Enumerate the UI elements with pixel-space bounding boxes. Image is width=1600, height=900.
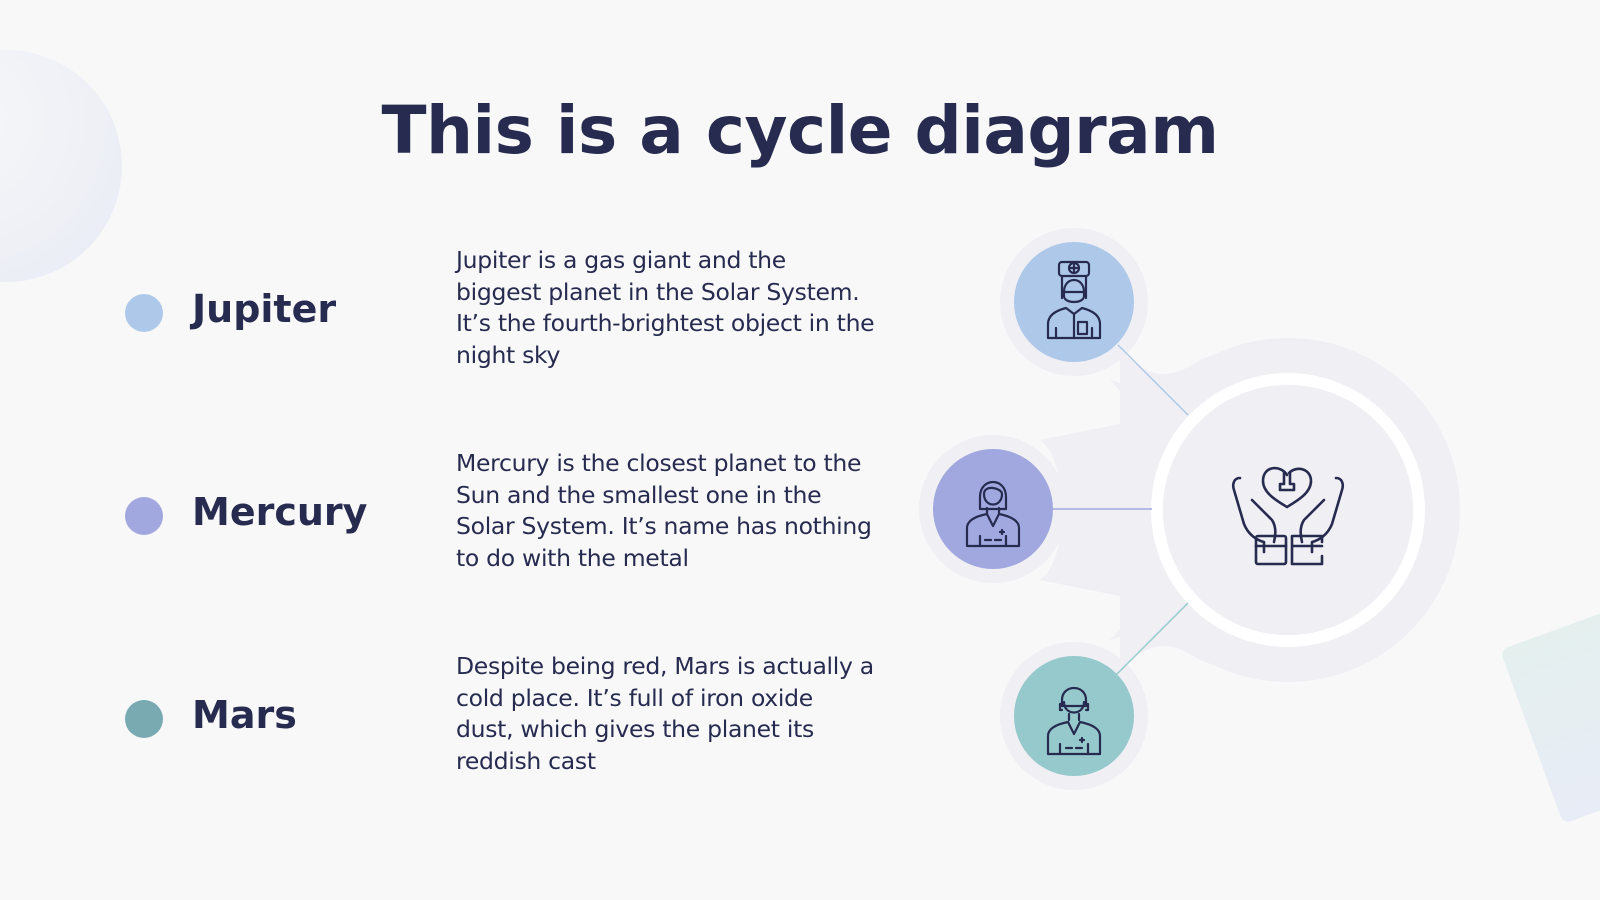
center-circle	[1163, 385, 1413, 635]
description-mercury: Mercury is the closest planet to the Sun…	[456, 449, 872, 572]
center-ring	[1151, 373, 1425, 647]
bullet-jupiter	[125, 294, 163, 332]
male-doctor-icon	[1046, 686, 1102, 756]
item-mercury: Mercury Mercury is the closest planet to…	[0, 448, 900, 588]
description-mars: Despite being red, Mars is actually a co…	[456, 652, 874, 775]
node-jupiter	[1014, 242, 1134, 362]
page-title: This is a cycle diagram	[381, 92, 1219, 169]
description-jupiter: Jupiter is a gas giant and the biggest p…	[456, 246, 875, 369]
bullet-mars	[125, 700, 163, 738]
hands-heart-care-icon	[1231, 466, 1345, 566]
item-jupiter: Jupiter Jupiter is a gas giant and the b…	[0, 245, 900, 385]
label-mercury: Mercury	[192, 490, 368, 534]
node-mercury	[933, 449, 1053, 569]
connector-jupiter	[1117, 344, 1189, 416]
female-doctor-icon	[965, 481, 1021, 548]
connector-mars	[1115, 602, 1189, 676]
item-mars: Mars Despite being red, Mars is actually…	[0, 651, 900, 791]
label-jupiter: Jupiter	[192, 287, 337, 331]
node-mars	[1014, 656, 1134, 776]
nurse-icon	[1046, 260, 1102, 340]
bullet-mercury	[125, 497, 163, 535]
label-mars: Mars	[192, 693, 297, 737]
